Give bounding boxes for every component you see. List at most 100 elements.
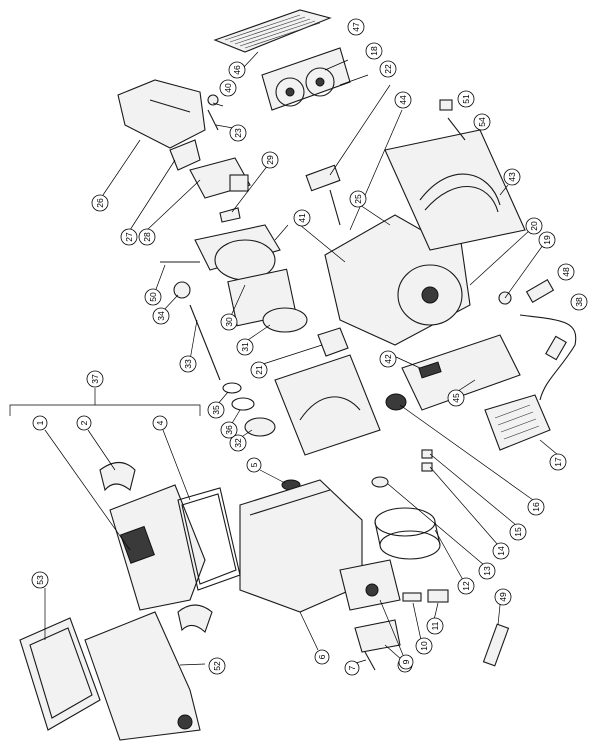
part-47-fan-housing — [261, 47, 351, 111]
part-21-fitting — [317, 327, 349, 357]
callout-28: 28 — [138, 228, 156, 246]
part-15-switch — [421, 462, 433, 472]
callout-52: 52 — [208, 657, 226, 675]
part-30-burner — [194, 224, 308, 333]
callout-label-18: 18 — [369, 46, 379, 56]
part-53-lid — [19, 617, 101, 731]
part-29-sensor — [219, 207, 241, 223]
callout-10: 10 — [415, 637, 433, 655]
callout-label-54: 54 — [477, 117, 487, 127]
callout-label-4: 4 — [155, 420, 165, 425]
part-9-valve — [339, 559, 401, 611]
callout-26: 26 — [91, 194, 109, 212]
callout-32: 32 — [229, 434, 247, 452]
part-33-rod — [189, 304, 221, 381]
callout-29: 29 — [261, 151, 279, 169]
callout-label-40: 40 — [223, 83, 233, 93]
callout-4: 4 — [152, 415, 168, 431]
callout-35: 35 — [207, 401, 225, 419]
callout-2: 2 — [76, 415, 92, 431]
callout-label-10: 10 — [419, 641, 429, 651]
callout-27: 27 — [120, 228, 138, 246]
callout-6: 6 — [314, 649, 330, 665]
part-43-side-grille — [384, 129, 526, 251]
part-8-bracket — [354, 619, 401, 653]
callouts: 1 2 4 5 6 7 8 9 10 11 12 13 14 15 16 17 … — [31, 18, 588, 676]
callout-label-47: 47 — [351, 22, 361, 32]
bracket-37 — [9, 388, 201, 416]
callout-label-49: 49 — [498, 592, 508, 602]
part-54-screw — [447, 117, 466, 141]
callout-43: 43 — [503, 168, 521, 186]
callout-23: 23 — [229, 124, 247, 142]
callout-label-12: 12 — [461, 581, 471, 591]
part-38-power-cable — [519, 314, 577, 401]
callout-label-2: 2 — [79, 420, 89, 425]
callout-label-45: 45 — [451, 393, 461, 403]
callout-label-42: 42 — [383, 354, 393, 364]
callout-30: 30 — [220, 313, 238, 331]
leader-lines — [44, 51, 559, 666]
callout-16: 16 — [527, 498, 545, 516]
callout-label-17: 17 — [553, 457, 563, 467]
callout-38: 38 — [570, 293, 588, 311]
callout-label-27: 27 — [124, 232, 134, 242]
callout-45: 45 — [447, 389, 465, 407]
callout-label-16: 16 — [531, 502, 541, 512]
callout-label-15: 15 — [513, 527, 523, 537]
callout-21: 21 — [250, 361, 268, 379]
callout-53: 53 — [31, 571, 49, 589]
callout-label-32: 32 — [233, 438, 243, 448]
callout-11: 11 — [426, 617, 444, 635]
callout-48: 48 — [557, 263, 575, 281]
part-34-nozzle — [173, 281, 191, 299]
callout-50: 50 — [144, 288, 162, 306]
part-28-gas-valve — [189, 157, 251, 199]
parts-drawing — [9, 9, 577, 741]
callout-46: 46 — [228, 61, 246, 79]
callout-label-28: 28 — [142, 232, 152, 242]
part-32-disc — [244, 417, 276, 437]
callout-label-6: 6 — [317, 654, 327, 659]
callout-label-11: 11 — [430, 621, 440, 630]
callout-42: 42 — [379, 350, 397, 368]
callout-49: 49 — [494, 588, 512, 606]
part-22-cable — [305, 164, 341, 226]
part-42-control-panel — [401, 334, 521, 411]
callout-51: 51 — [457, 90, 475, 108]
callout-19: 19 — [538, 231, 556, 249]
callout-label-1: 1 — [35, 420, 45, 425]
callout-1: 1 — [32, 415, 48, 431]
callout-label-20: 20 — [529, 221, 539, 231]
callout-label-26: 26 — [95, 198, 105, 208]
part-52-housing — [84, 611, 201, 741]
part-14-switch — [421, 449, 433, 459]
part-7-screw — [364, 651, 376, 671]
callout-5: 5 — [246, 457, 262, 473]
callout-label-44: 44 — [398, 95, 408, 105]
callout-label-14: 14 — [496, 546, 506, 556]
callout-44: 44 — [394, 91, 412, 109]
part-1-body — [109, 484, 206, 611]
callout-label-22: 22 — [383, 64, 393, 74]
callout-40: 40 — [219, 79, 237, 97]
callout-label-43: 43 — [507, 172, 517, 182]
callout-label-48: 48 — [561, 267, 571, 277]
callout-label-41: 41 — [297, 213, 307, 223]
callout-14: 14 — [492, 542, 510, 560]
callout-label-53: 53 — [35, 575, 45, 585]
part-40-knob — [207, 94, 219, 131]
callout-25: 25 — [349, 190, 367, 208]
part-16-knob — [385, 393, 407, 411]
callout-label-30: 30 — [224, 317, 234, 327]
callout-label-34: 34 — [156, 311, 166, 321]
part-46-top-grille — [213, 9, 332, 53]
callout-12: 12 — [457, 577, 475, 595]
callout-47: 47 — [347, 18, 365, 36]
part-4-gasket — [177, 487, 241, 591]
callout-label-50: 50 — [148, 292, 158, 302]
callout-label-9: 9 — [401, 659, 411, 664]
callout-13: 13 — [478, 562, 496, 580]
callout-37: 37 — [86, 370, 104, 388]
